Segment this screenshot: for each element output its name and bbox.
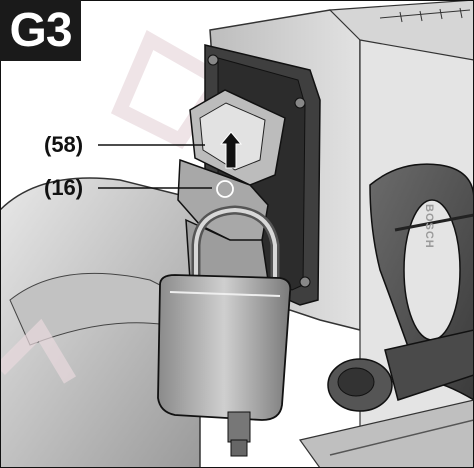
callout-58: (58) [44,132,84,157]
bore-hole-icon [216,180,234,198]
crank-handle [327,329,474,412]
figure-label: G3 [0,0,81,61]
brand-mark: BOSCH [423,204,435,249]
up-arrow-icon [219,131,243,169]
brand-mark-text: BOSCH [423,204,435,249]
padlock-icon [157,274,292,457]
callout-16: (16) [44,175,84,200]
